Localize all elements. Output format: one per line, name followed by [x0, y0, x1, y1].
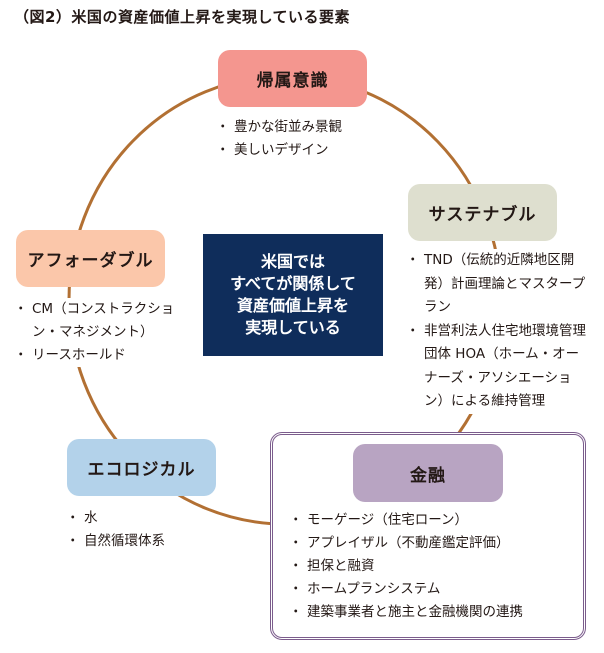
node-sustainable: サステナブル	[408, 184, 557, 241]
node-belonging: 帰属意識	[218, 50, 367, 107]
node-sustainable-label: サステナブル	[428, 205, 537, 225]
list-item: リースホールド	[14, 344, 188, 367]
list-item: モーゲージ（住宅ローン）	[289, 509, 573, 532]
list-item: 美しいデザイン	[216, 139, 370, 162]
center-line: 実現している	[245, 318, 341, 337]
belonging-list: 豊かな街並み景観 美しいデザイン	[216, 116, 370, 162]
node-belonging-label: 帰属意識	[256, 71, 329, 91]
ecological-list: 水 自然循環体系	[66, 507, 200, 553]
list-item: 担保と融資	[289, 555, 573, 578]
node-affordable-label: アフォーダブル	[27, 251, 154, 271]
list-item: TND（伝統的近隣地区開発）計画理論とマスタープラン	[406, 249, 590, 320]
list-item: 豊かな街並み景観	[216, 116, 370, 139]
node-finance: 金融	[353, 444, 503, 502]
list-item: 水	[66, 507, 200, 530]
center-line: 資産価値上昇を	[236, 296, 349, 315]
list-item: 自然循環体系	[66, 530, 200, 553]
list-item: 建築事業者と施主と金融機関の連携	[289, 601, 573, 624]
node-ecological: エコロジカル	[67, 439, 216, 496]
sustainable-list: TND（伝統的近隣地区開発）計画理論とマスタープラン 非営利法人住宅地環境管理団…	[406, 249, 590, 414]
node-finance-label: 金融	[410, 465, 446, 486]
list-item: アプレイザル（不動産鑑定評価）	[289, 532, 573, 555]
center-message: 米国では すべてが関係して 資産価値上昇を 実現している	[203, 234, 383, 356]
list-item: ホームプランシステム	[289, 578, 573, 601]
list-item: 非営利法人住宅地環境管理団体 HOA（ホーム・オーナーズ・アソシエーション）によ…	[406, 320, 590, 414]
list-item: CM（コンストラクション・マネジメント）	[14, 298, 188, 344]
finance-list: モーゲージ（住宅ローン） アプレイザル（不動産鑑定評価） 担保と融資 ホームプラ…	[289, 509, 573, 624]
node-ecological-label: エコロジカル	[87, 460, 196, 480]
figure-title: （図2）米国の資産価値上昇を実現している要素	[14, 8, 350, 26]
affordable-list: CM（コンストラクション・マネジメント） リースホールド	[14, 298, 188, 367]
center-line: すべてが関係して	[230, 274, 356, 293]
node-affordable: アフォーダブル	[16, 230, 165, 287]
center-line: 米国では	[260, 252, 325, 271]
